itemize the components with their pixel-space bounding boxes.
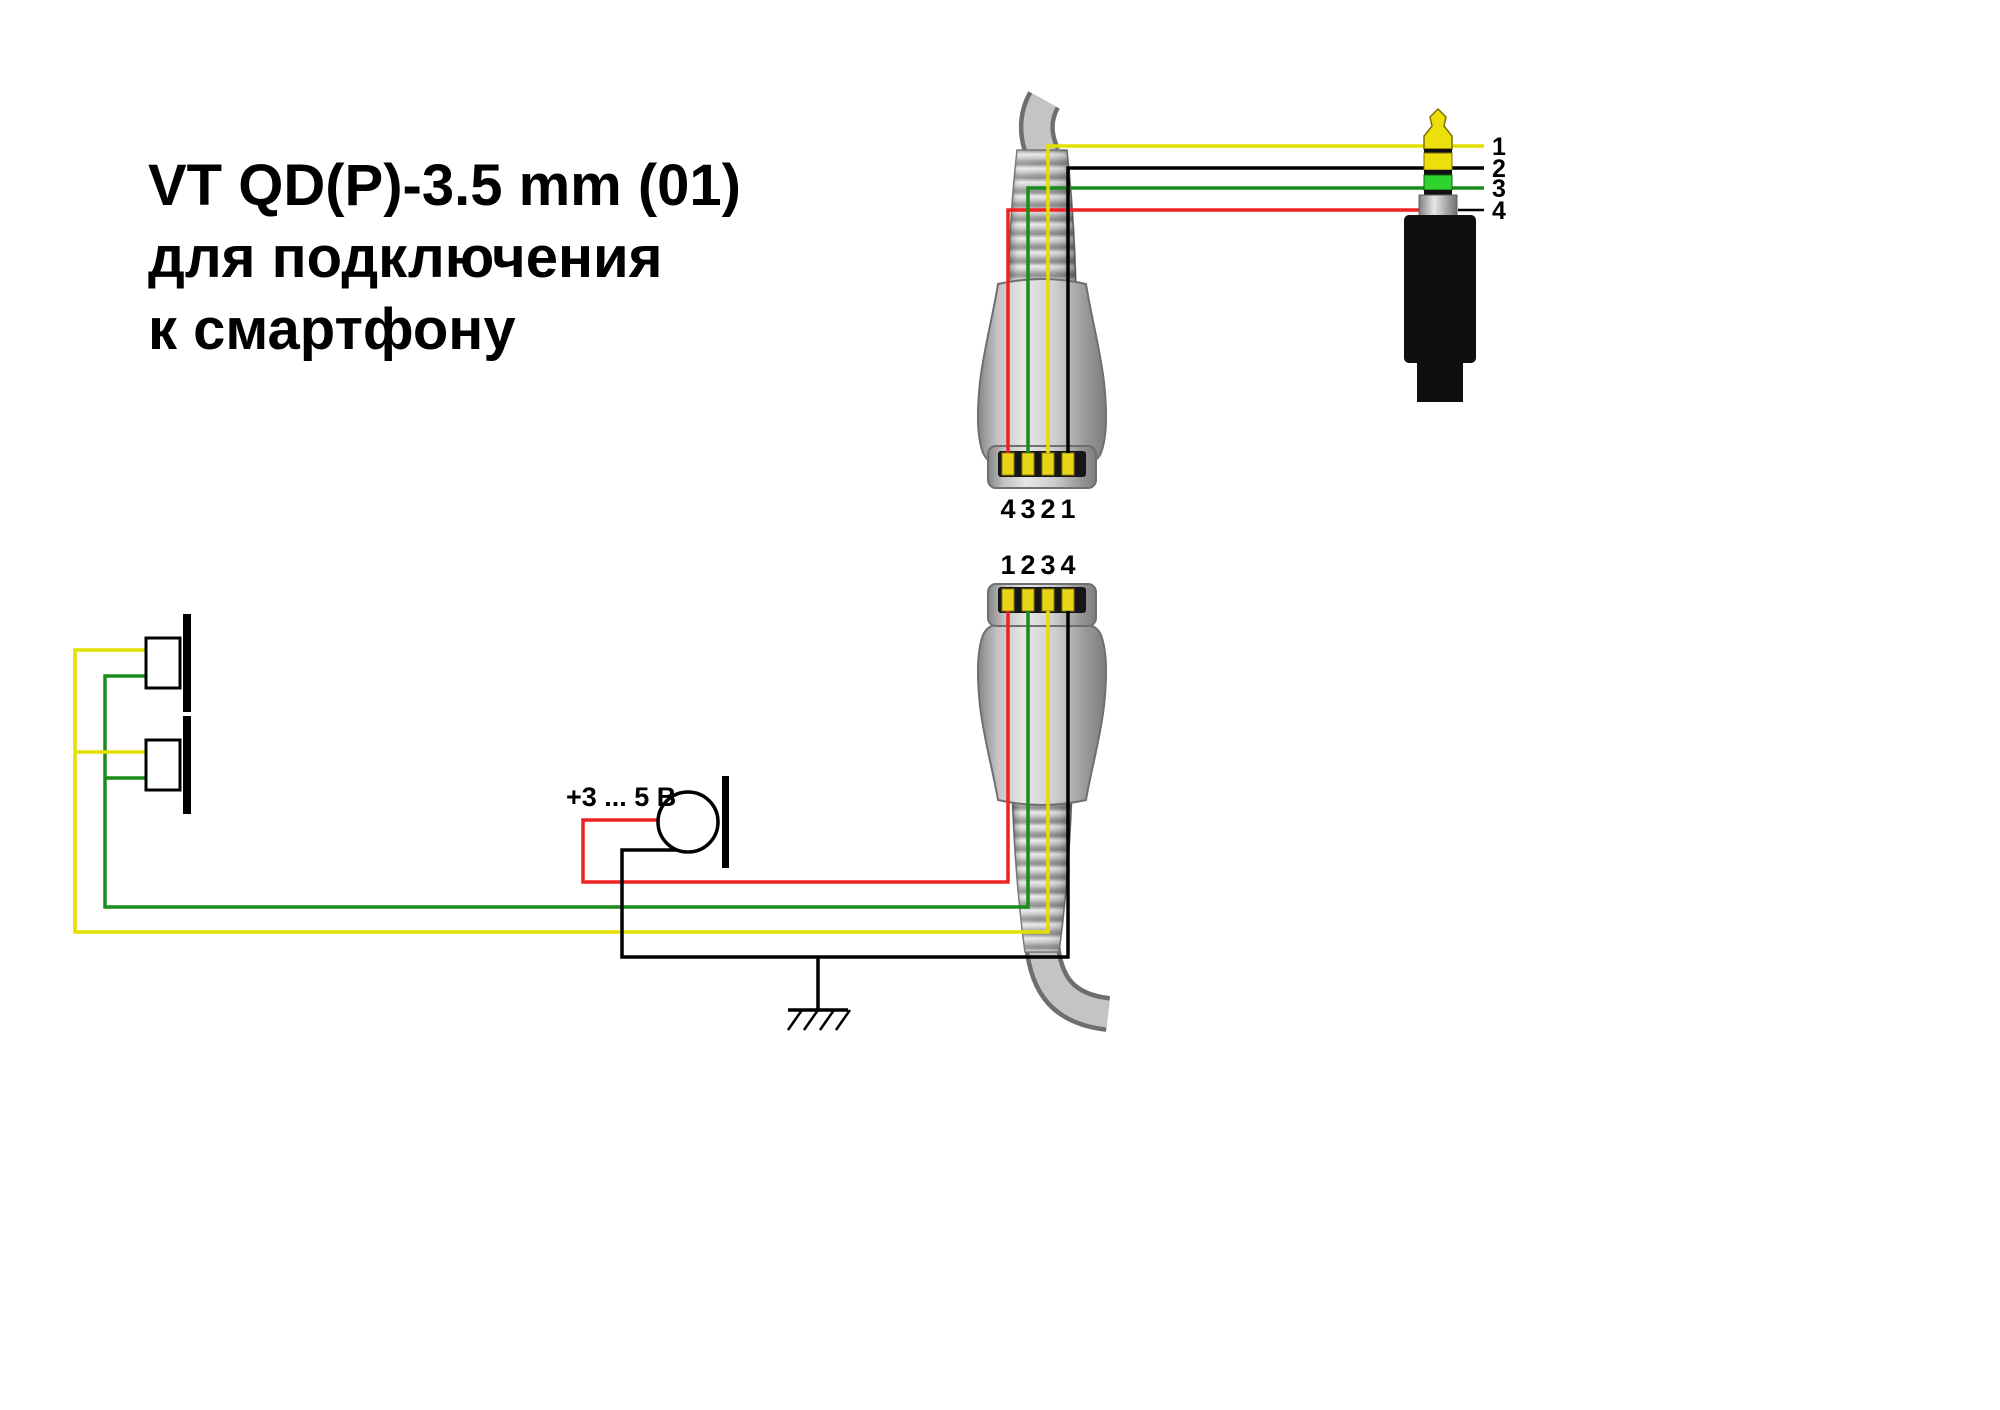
qd-connector-bottom (976, 583, 1111, 1032)
wire-black-bottom (620, 611, 1070, 959)
bottom-qd-pin-labels: 1 2 3 4 (1000, 550, 1075, 580)
jack-separator-3 (1424, 190, 1452, 195)
top-qd-pin-labels: 4 3 2 1 (1000, 494, 1075, 524)
ground-symbol (786, 1008, 852, 1031)
bottom-pin-1 (1001, 588, 1015, 612)
mic-voltage-label: +3 ... 5 В (566, 782, 676, 812)
title-line-3: к смартфону (148, 297, 516, 362)
strain-relief-bottom-shading (1012, 792, 1072, 952)
wire-yellow-top (1046, 144, 1484, 453)
wire-red-bottom (581, 611, 1010, 884)
bottom-pin-2 (1021, 588, 1035, 612)
bottom-qd-pin-label-2: 2 (1020, 550, 1035, 580)
jack-3-5mm-plug (1404, 107, 1476, 402)
speaker-1-diaphragm (183, 614, 191, 712)
speaker-2-coil-box (144, 738, 182, 792)
top-qd-pin-label-4: 4 (1000, 494, 1015, 524)
connector-body-top (976, 278, 1108, 465)
wires-top-section (1006, 144, 1484, 453)
top-qd-pin-label-2: 2 (1040, 494, 1055, 524)
jack-ring-green (1423, 174, 1453, 191)
title-line-1: VT QD(P)-3.5 mm (01) (148, 153, 741, 218)
speaker-2 (144, 716, 191, 814)
bottom-pin-3 (1041, 588, 1055, 612)
jack-body (1404, 215, 1476, 363)
jack-pin-labels: 1 2 3 4 (1492, 133, 1506, 225)
top-pin-4 (1001, 452, 1015, 476)
wires-bottom-section (73, 611, 1070, 1010)
top-pin-2 (1041, 452, 1055, 476)
wire-green-top (1026, 186, 1484, 453)
qd-connector-top (976, 91, 1108, 489)
connector-body-bottom (976, 623, 1108, 806)
page-title: VT QD(P)-3.5 mm (01) для подключения к с… (148, 153, 741, 362)
microphone-electrode (722, 776, 729, 868)
wire-red-top (1006, 208, 1421, 453)
ground-hatch-4 (834, 1009, 852, 1031)
strain-relief-top-shading (1008, 150, 1076, 288)
bottom-qd-pin-label-3: 3 (1040, 550, 1055, 580)
jack-pin-label-2: 2 (1492, 155, 1506, 183)
jack-pin-label-4: 4 (1492, 197, 1506, 225)
wire-black-top (1066, 166, 1484, 453)
speaker-2-diaphragm (183, 716, 191, 814)
bottom-pin-4 (1061, 588, 1075, 612)
ground-hatch-2 (802, 1009, 820, 1031)
title-line-2: для подключения (148, 225, 663, 290)
jack-separator-1 (1424, 149, 1452, 153)
jack-tip (1423, 107, 1453, 150)
jack-pin-label-1: 1 (1492, 133, 1506, 161)
cable-bottom (1028, 942, 1110, 1028)
speaker-1 (144, 614, 191, 712)
top-pin-3 (1021, 452, 1035, 476)
jack-pin-label-3: 3 (1492, 175, 1506, 203)
top-qd-pin-label-1: 1 (1060, 494, 1075, 524)
top-pin-1 (1061, 452, 1075, 476)
bottom-qd-pin-label-1: 1 (1000, 550, 1015, 580)
microphone (656, 776, 729, 868)
microphone-capsule (656, 790, 720, 854)
wire-yellow-bottom (73, 611, 1050, 934)
cable-top (1023, 93, 1057, 163)
jack-collar (1418, 194, 1458, 218)
ground-hatch-3 (818, 1009, 836, 1031)
wire-green-bottom (103, 611, 1030, 909)
bottom-qd-pin-label-4: 4 (1060, 550, 1075, 580)
jack-ring-yellow (1423, 152, 1453, 171)
jack-separator-2 (1424, 170, 1452, 175)
speaker-1-coil-box (144, 636, 182, 690)
jack-body-step (1417, 360, 1463, 402)
ground-hatch-1 (786, 1009, 804, 1031)
top-qd-pin-label-3: 3 (1020, 494, 1035, 524)
